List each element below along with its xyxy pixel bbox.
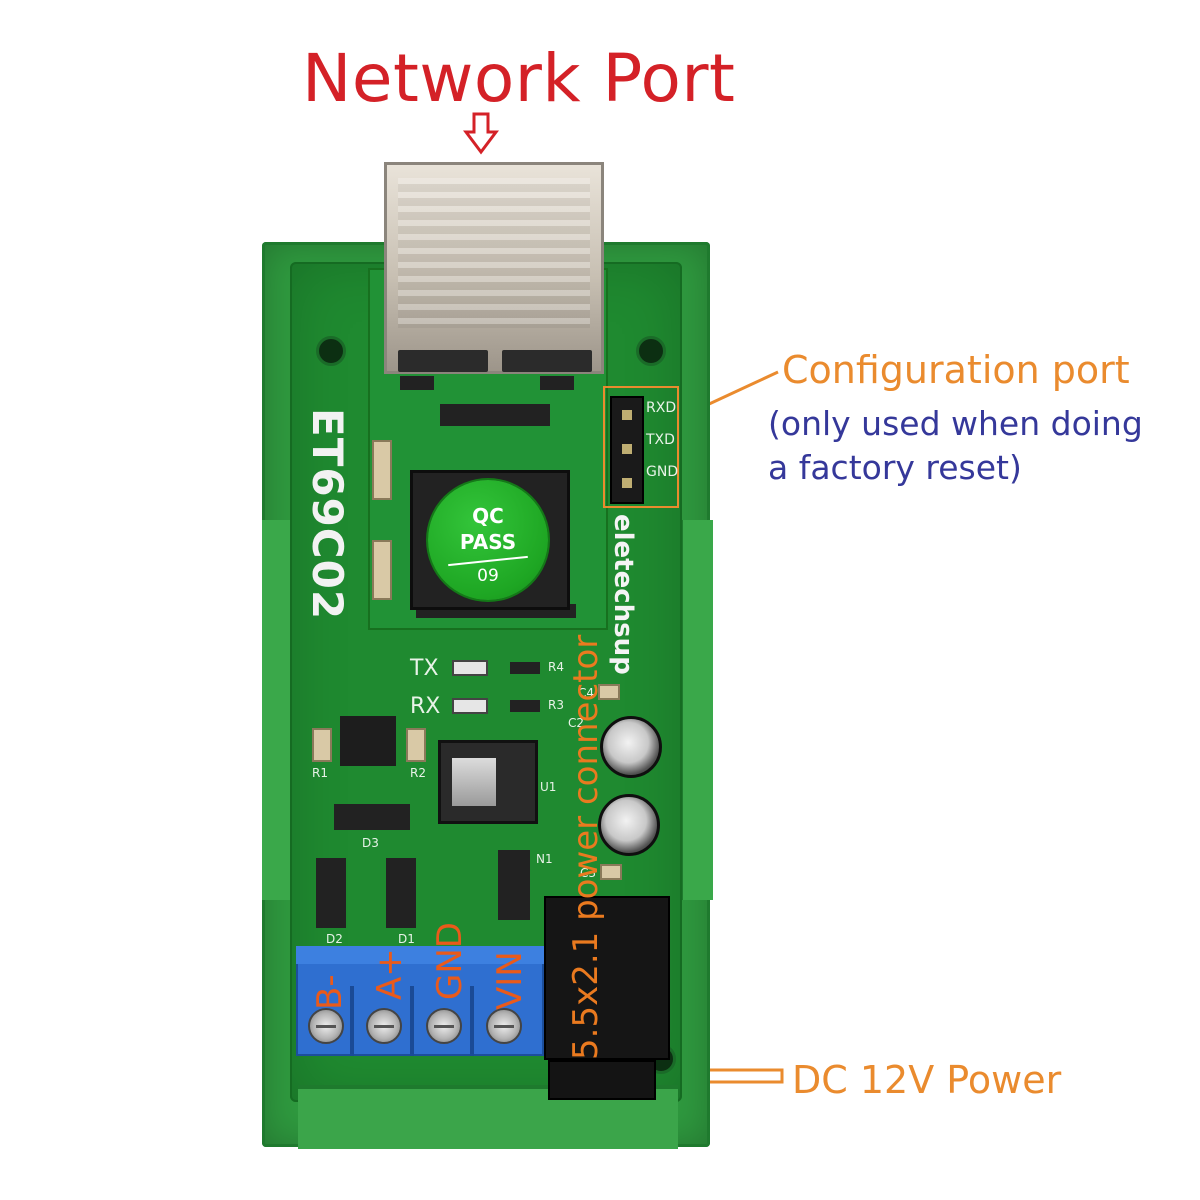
terminal-block-top [296,946,544,964]
power-connector-label: 5.5x2.1 power connector [566,634,606,1060]
mounting-hole-icon [316,336,346,366]
header-pin [622,444,632,454]
module-connector [440,404,550,426]
pin-label-gnd: GND [646,464,679,480]
terminal-screw-icon[interactable] [426,1008,462,1044]
terminal-label-b-minus: B- [310,974,350,1010]
pin-label-rxd: RXD [646,400,677,416]
pin-label-txd: TXD [646,432,675,448]
silk-r3: R3 [548,698,564,712]
silk-r1: R1 [312,766,328,780]
board-model-label: ET69C02 [303,408,352,621]
silk-c4: C4 [578,686,595,700]
qc-sticker-line2: PASS [459,530,517,554]
terminal-divider [470,986,474,1056]
terminal-divider [410,986,414,1056]
qc-sticker-underline [448,555,528,567]
capacitor-c3 [600,864,622,880]
rj45-network-port [384,162,604,374]
electrolytic-capacitor [600,716,662,778]
config-port-highlight-box [603,386,679,508]
diode-d2 [316,858,346,928]
mounting-hole-icon [636,336,666,366]
silk-n1: N1 [536,852,553,866]
rj45-led-left [398,350,488,372]
terminal-screw-icon[interactable] [366,1008,402,1044]
config-port-note-line1: (only used when doing [768,404,1143,443]
electrolytic-capacitor [598,794,660,856]
resistor-r3 [510,700,540,712]
terminal-divider [350,986,354,1056]
brand-label: eletechsup [608,514,638,675]
rs485-transceiver-ic [340,716,396,766]
header-pin [622,410,632,420]
diode-d1 [386,858,416,928]
silk-r4: R4 [548,660,564,674]
terminal-screw-icon[interactable] [308,1008,344,1044]
rx-led [452,698,488,714]
silk-u1: U1 [540,780,557,794]
tx-label: TX [410,656,439,681]
terminal-screw-icon[interactable] [486,1008,522,1044]
terminal-label-gnd: GND [430,922,470,1000]
config-port-label: Configuration port [782,348,1130,392]
silk-d2: D2 [326,932,343,946]
silk-c3: C3 [580,866,597,880]
module-inductor [372,440,392,500]
rx-label: RX [410,694,441,719]
qc-pass-sticker: QC PASS 09 [428,480,548,600]
network-port-label: Network Port [302,40,736,117]
silk-d3: D3 [362,836,379,850]
network-port-arrow-icon [463,112,499,155]
terminal-label-a-plus: A+ [370,948,410,1000]
header-pin [622,478,632,488]
rj45-shield-texture [398,178,590,328]
dc-power-jack-socket[interactable] [548,1060,656,1100]
silk-d1: D1 [398,932,415,946]
silk-r2: R2 [410,766,426,780]
terminal-label-vin: VIN [490,951,530,1010]
qc-sticker-line1: QC [472,504,504,528]
configuration-pin-header [610,396,644,504]
config-port-note-line2: a factory reset) [768,448,1022,487]
resistor-r1 [312,728,332,762]
capacitor-c4 [598,684,620,700]
diode-d3 [334,804,410,830]
regulator-heat-tab [452,758,496,806]
component-n1 [498,850,530,920]
dc-power-jack[interactable] [544,896,670,1060]
rj45-led-right [502,350,592,372]
module-inductor [372,540,392,600]
smd-part [540,376,574,390]
silk-c2: C2 [568,716,585,730]
resistor-r4 [510,662,540,674]
dc-12v-power-label: DC 12V Power [792,1058,1062,1102]
tx-led [452,660,488,676]
qc-sticker-line3: 09 [477,566,499,586]
resistor-r2 [406,728,426,762]
smd-part [400,376,434,390]
enclosure-lip-right [680,520,713,900]
